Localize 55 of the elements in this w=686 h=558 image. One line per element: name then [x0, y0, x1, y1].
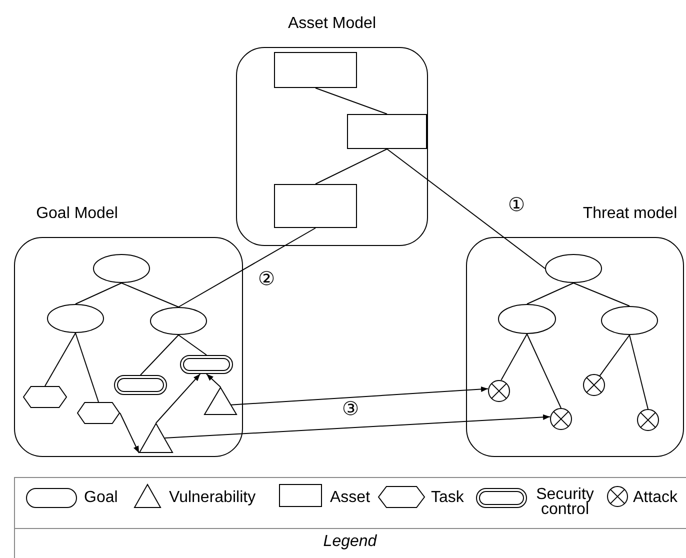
- legend-label: Goal: [84, 490, 118, 506]
- connector-line: [121, 282, 179, 308]
- asset-box: [347, 114, 427, 149]
- task-hexagon: [23, 386, 67, 408]
- connector-line: [526, 282, 574, 304]
- legend-label: Asset: [330, 490, 370, 506]
- legend-label: Security control: [535, 487, 595, 518]
- model-title: Asset Model: [288, 15, 376, 33]
- task-hexagon: [77, 402, 120, 424]
- legend-label: Attack: [633, 490, 678, 506]
- attack-symbol: [637, 409, 659, 431]
- arrow: [120, 412, 140, 454]
- asset-box: [274, 52, 357, 88]
- connector-line: [526, 334, 562, 408]
- attack-symbol: [488, 380, 510, 402]
- connector-line: [315, 148, 388, 184]
- callout-number: ②: [258, 270, 276, 289]
- callout-number: ①: [508, 196, 526, 215]
- goal-ellipse: [545, 254, 602, 283]
- connector-line: [44, 332, 76, 386]
- model-title: Threat model: [582, 205, 678, 223]
- connector-line: [178, 334, 207, 356]
- asset-box: [274, 184, 357, 228]
- connector-line: [178, 228, 316, 308]
- connector-line: [75, 282, 122, 304]
- security-control-capsule: [114, 375, 167, 395]
- connector-line: [140, 334, 179, 376]
- goal-ellipse: [498, 304, 556, 334]
- arrow: [206, 374, 221, 388]
- arrow: [164, 414, 550, 438]
- security-control-capsule: [180, 355, 233, 374]
- goal-ellipse: [47, 304, 104, 333]
- vulnerability-triangle: [204, 387, 237, 415]
- connector-line: [75, 332, 99, 402]
- model-title: Goal Model: [36, 205, 118, 223]
- connector-line: [629, 334, 648, 410]
- legend-caption: Legend: [322, 534, 378, 550]
- connector-line: [599, 334, 630, 377]
- attack-symbol: [583, 374, 605, 396]
- connector-line: [500, 334, 528, 380]
- attack-symbol: [550, 408, 572, 430]
- arrow: [230, 386, 488, 406]
- goal-ellipse: [150, 307, 207, 335]
- connector-line: [386, 148, 546, 269]
- callout-number: ③: [342, 400, 360, 419]
- legend-label: Vulnerability: [169, 490, 256, 506]
- arrow: [156, 374, 201, 424]
- connector-line: [315, 88, 388, 114]
- model-container: [14, 205, 243, 457]
- model-container: [236, 15, 428, 246]
- vulnerability-triangle: [139, 423, 173, 453]
- legend-label: Task: [431, 490, 464, 506]
- goal-ellipse: [93, 254, 150, 283]
- goal-ellipse: [601, 306, 658, 335]
- connector-line: [573, 282, 630, 306]
